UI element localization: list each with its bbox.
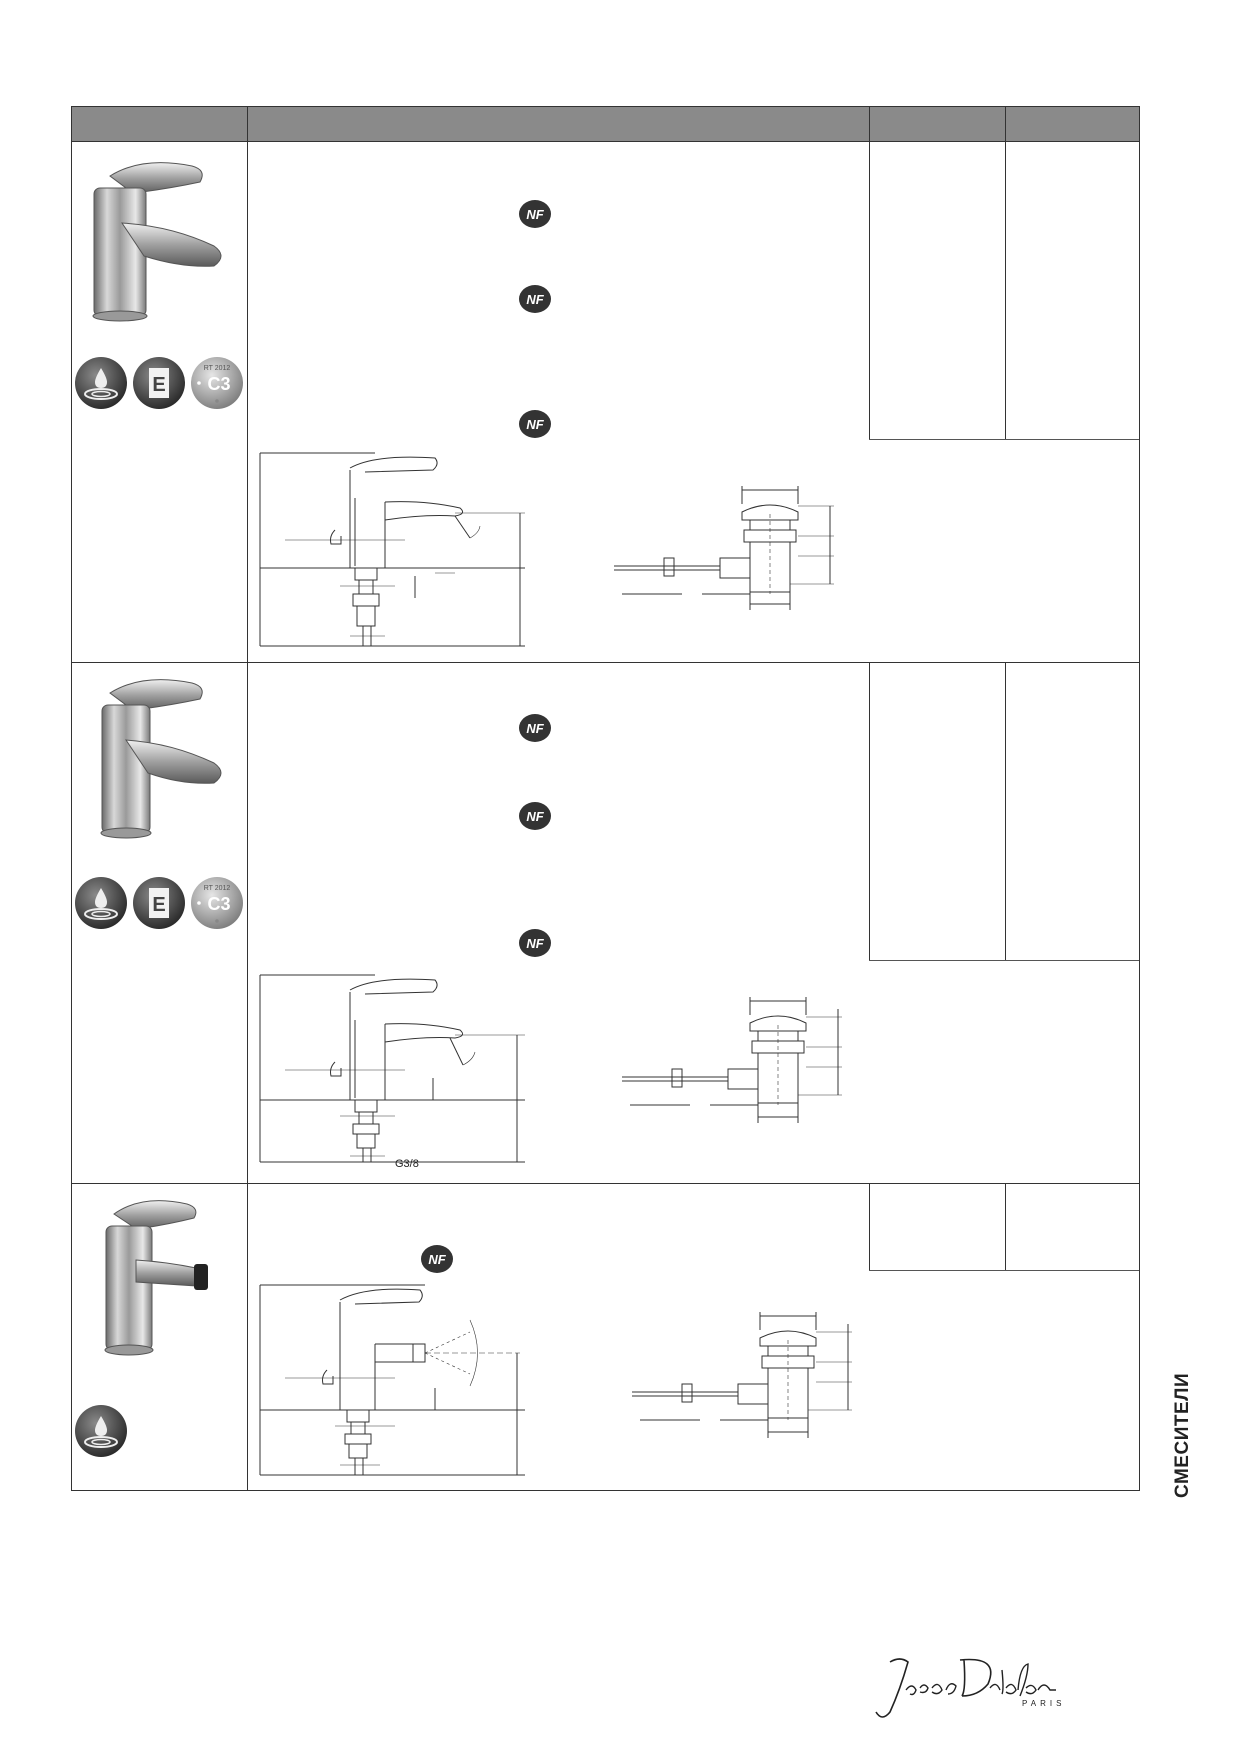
cell-divider — [1005, 1184, 1006, 1270]
basin-mixer-photo — [100, 679, 222, 839]
svg-text:NF: NF — [428, 1252, 446, 1267]
svg-text:NF: NF — [526, 207, 544, 222]
bidet-technical-drawing — [259, 1284, 525, 1476]
rt2012-c3-icon: RT 2012 C3 — [191, 877, 243, 929]
energy-letter: E — [152, 374, 165, 396]
rt-text: RT 2012 — [204, 365, 231, 372]
energy-letter: E — [152, 894, 165, 916]
product-table — [71, 106, 1140, 1491]
nf-mark: NF — [421, 1245, 453, 1273]
svg-text:NF: NF — [526, 721, 544, 736]
column-divider — [1005, 107, 1006, 142]
cell-divider — [869, 663, 870, 960]
nf-mark: NF — [519, 714, 551, 742]
row-divider — [72, 662, 1139, 663]
cell-divider — [869, 960, 1139, 961]
nf-mark: NF — [519, 410, 551, 438]
mixer-technical-drawing — [259, 974, 525, 1163]
basin-mixer-photo — [92, 162, 222, 322]
svg-text:NF: NF — [526, 809, 544, 824]
energy-class-icon: E — [133, 357, 185, 409]
c3-text: C3 — [207, 374, 230, 394]
cell-divider — [1005, 142, 1006, 439]
nf-mark: NF — [519, 802, 551, 830]
cell-divider — [869, 1184, 870, 1270]
water-saving-icon — [75, 877, 127, 929]
rt-text: RT 2012 — [204, 885, 231, 892]
drain-technical-drawing — [622, 997, 842, 1123]
column-divider — [247, 107, 248, 1490]
cell-divider — [869, 1270, 1139, 1271]
energy-class-icon: E — [133, 877, 185, 929]
brand-city: PARIS — [1022, 1699, 1065, 1708]
brand-logo: PARIS — [875, 1658, 1065, 1718]
nf-mark: NF — [519, 285, 551, 313]
cell-divider — [869, 142, 870, 439]
section-side-label: СМЕСИТЕЛИ — [1172, 1372, 1193, 1498]
bidet-mixer-photo — [104, 1200, 208, 1356]
thread-size-label: G3/8 — [395, 1158, 419, 1170]
cell-divider — [869, 439, 1139, 440]
nf-mark: NF — [519, 929, 551, 957]
svg-text:NF: NF — [526, 936, 544, 951]
drain-technical-drawing — [632, 1312, 852, 1438]
water-saving-icon — [75, 1405, 127, 1457]
rt2012-c3-icon: RT 2012 C3 — [191, 357, 243, 409]
svg-text:NF: NF — [526, 417, 544, 432]
svg-text:NF: NF — [526, 292, 544, 307]
column-divider — [869, 107, 870, 142]
c3-text: C3 — [207, 894, 230, 914]
nf-mark: NF — [519, 200, 551, 228]
mixer-technical-drawing — [259, 452, 525, 647]
drain-technical-drawing — [614, 486, 834, 610]
water-saving-icon — [75, 357, 127, 409]
row-divider — [72, 1183, 1139, 1184]
table-header-row — [72, 107, 1139, 142]
cell-divider — [1005, 663, 1006, 960]
